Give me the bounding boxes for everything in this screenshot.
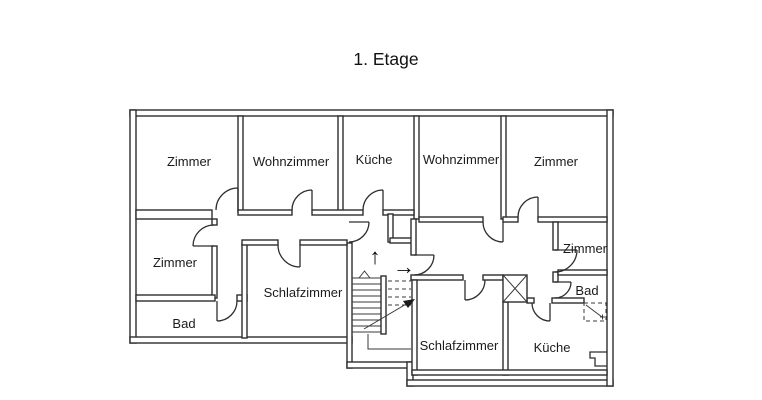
room-label-kueche-bottom: Küche bbox=[534, 340, 571, 355]
wall bbox=[410, 218, 417, 256]
stair-treads bbox=[352, 277, 382, 333]
door-arc bbox=[482, 221, 504, 243]
room-label-bad-right: Bad bbox=[575, 283, 598, 298]
room-label-schlafzimmer-bottom: Schlafzimmer bbox=[420, 338, 499, 353]
door-arc bbox=[362, 189, 384, 211]
wall bbox=[299, 239, 348, 246]
wall bbox=[382, 209, 415, 216]
wall bbox=[241, 243, 248, 339]
room-label-zimmer-mid-left: Zimmer bbox=[153, 255, 198, 270]
wall bbox=[413, 115, 420, 220]
door-arc bbox=[348, 221, 370, 243]
right-arrow-icon: → bbox=[393, 254, 415, 279]
door-arc bbox=[413, 254, 435, 276]
wall bbox=[552, 221, 559, 251]
wall bbox=[129, 336, 353, 344]
room-label-wohnzimmer-left: Wohnzimmer bbox=[253, 154, 330, 169]
room-label-zimmer-top-right: Zimmer bbox=[534, 154, 579, 169]
wall bbox=[551, 297, 585, 304]
wall bbox=[410, 274, 464, 281]
door-arc bbox=[554, 249, 578, 273]
door-arc bbox=[464, 279, 486, 301]
shower-icon bbox=[583, 302, 607, 322]
room-labels: Zimmer Wohnzimmer Küche Wohnzimmer Zimme… bbox=[153, 152, 608, 355]
wall bbox=[129, 109, 137, 344]
page-title: 1. Etage bbox=[353, 49, 418, 69]
wall bbox=[346, 361, 414, 369]
walls bbox=[129, 109, 614, 387]
chimney-icon bbox=[589, 351, 607, 367]
doors bbox=[192, 187, 578, 322]
wall bbox=[211, 218, 218, 226]
shaft-icon bbox=[502, 274, 528, 303]
door-arc bbox=[517, 196, 539, 218]
door-arc bbox=[554, 281, 572, 299]
wall bbox=[311, 209, 364, 216]
wall bbox=[241, 239, 279, 246]
stair-landing bbox=[367, 334, 411, 350]
stair-break-line bbox=[363, 299, 414, 330]
wall bbox=[557, 269, 608, 276]
wall bbox=[552, 271, 559, 283]
door-arc bbox=[192, 224, 215, 247]
stair-break-arrowhead bbox=[403, 299, 415, 308]
wall bbox=[135, 209, 213, 220]
wall bbox=[211, 245, 218, 299]
wall bbox=[411, 369, 608, 376]
room-label-zimmer-right-small: Zimmer bbox=[563, 241, 608, 256]
wall bbox=[411, 279, 418, 376]
wall bbox=[237, 115, 244, 213]
wall bbox=[346, 242, 353, 369]
door-arc bbox=[277, 244, 301, 268]
up-arrow-icon: ↑ bbox=[370, 244, 381, 269]
wall bbox=[337, 115, 344, 213]
wall bbox=[418, 216, 484, 223]
wall bbox=[502, 216, 519, 223]
wall bbox=[406, 379, 614, 387]
wall bbox=[537, 216, 608, 223]
wall bbox=[606, 109, 614, 387]
wall bbox=[526, 297, 535, 304]
stair-start-caret bbox=[358, 270, 371, 279]
door-arc bbox=[291, 189, 313, 211]
staircase: ↑ → bbox=[352, 244, 415, 350]
room-label-schlafzimmer-left: Schlafzimmer bbox=[264, 285, 343, 300]
symbols bbox=[502, 274, 607, 367]
wall bbox=[502, 301, 509, 376]
door-arc bbox=[216, 300, 238, 322]
wall bbox=[129, 109, 614, 117]
wall bbox=[482, 274, 504, 281]
room-label-zimmer-top-left: Zimmer bbox=[167, 154, 212, 169]
wall bbox=[135, 294, 216, 302]
room-label-bad-left: Bad bbox=[172, 316, 195, 331]
room-label-kueche-top: Küche bbox=[356, 152, 393, 167]
room-label-wohnzimmer-right: Wohnzimmer bbox=[423, 152, 500, 167]
stair-stringer bbox=[380, 275, 387, 335]
door-arc bbox=[215, 187, 239, 211]
door-arc bbox=[531, 302, 551, 322]
wall bbox=[500, 115, 507, 220]
wall bbox=[237, 209, 293, 216]
